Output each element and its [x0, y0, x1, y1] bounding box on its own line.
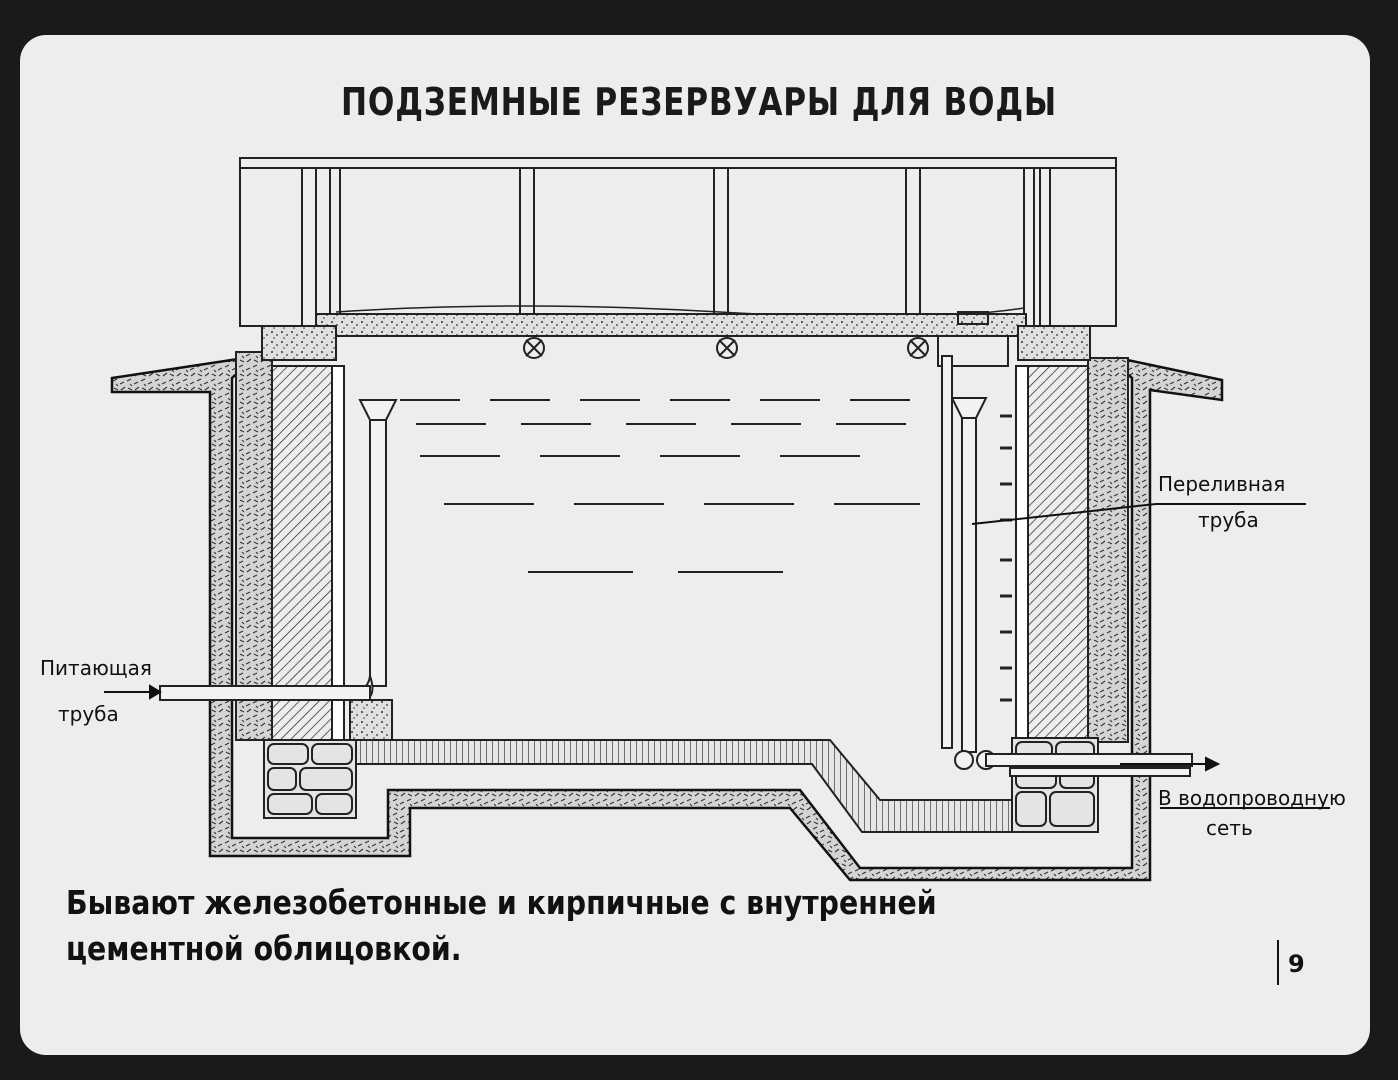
- annotation-leaders: [104, 503, 1330, 985]
- overflow-label-line2: труба: [1198, 508, 1259, 532]
- level-marks: [1000, 414, 1012, 702]
- left-footing: [263, 739, 357, 819]
- outlet-label-line1: В водопроводную: [1158, 786, 1346, 810]
- reservoir-floor: [353, 739, 1015, 833]
- superstructure: [239, 157, 1117, 337]
- slide-caption: Бывают железобетонные и кирпичные с внут…: [66, 883, 937, 968]
- water-surface: [400, 399, 940, 573]
- page-number: 9: [1288, 950, 1305, 978]
- inlet-label-line1: Питающая: [40, 656, 152, 680]
- inlet-label-line2: труба: [58, 702, 119, 726]
- overflow-pipe: [941, 355, 996, 770]
- slide-title: ПОДЗЕМНЫЕ РЕЗЕРВУАРЫ ДЛЯ ВОДЫ: [340, 80, 1058, 124]
- overflow-label-line1: Переливная: [1158, 472, 1286, 496]
- left-wall: [235, 325, 345, 741]
- roof-vents: [523, 311, 1009, 367]
- outlet-label-line2: сеть: [1206, 816, 1253, 840]
- right-footing: [1011, 737, 1099, 833]
- right-wall: [1015, 325, 1129, 743]
